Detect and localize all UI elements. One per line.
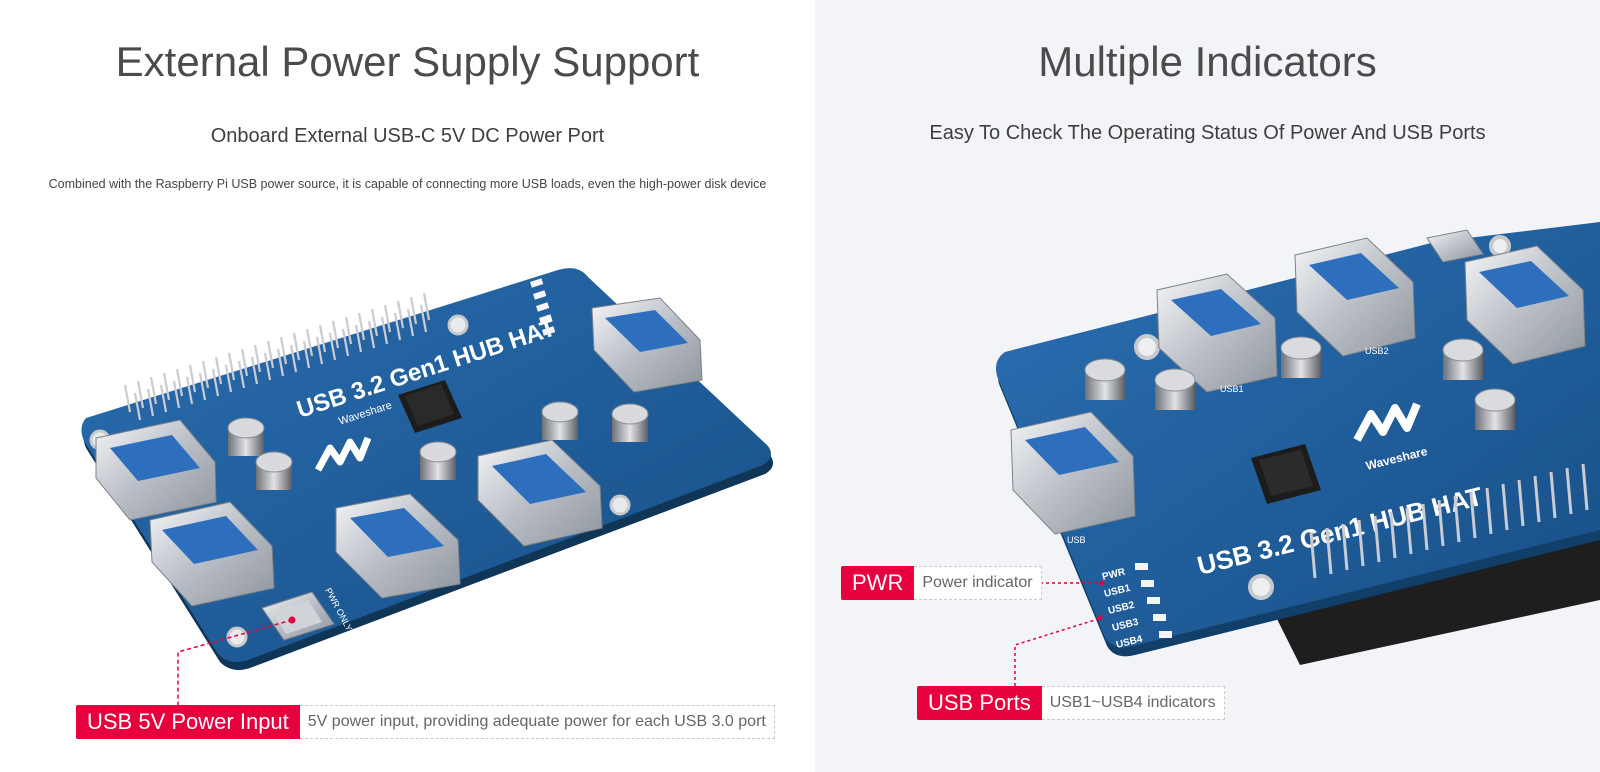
chip-icon — [1251, 444, 1321, 504]
port-label-usb: USB — [1067, 535, 1086, 545]
left-description: Combined with the Raspberry Pi USB power… — [48, 177, 767, 191]
port-label-usb1: USB1 — [1220, 384, 1244, 394]
callout-tag: USB Ports — [917, 686, 1042, 720]
led-indicators — [530, 278, 556, 336]
gpio-header — [123, 292, 431, 421]
callout-tag: PWR — [841, 566, 915, 600]
callout-tag: USB 5V Power Input — [76, 705, 300, 739]
pwr-callout: PWR Power indicator — [841, 566, 1042, 600]
mount-hole — [1248, 574, 1274, 600]
right-panel: Multiple Indicators Easy To Check The Op… — [815, 0, 1600, 772]
right-board-image: USB1 USB2 USB Waveshare USB 3.2 Gen1 HUB… — [996, 222, 1600, 686]
callout-note: USB1~USB4 indicators — [1041, 686, 1225, 720]
mount-hole — [226, 626, 248, 648]
usb-port-icon — [1010, 237, 1586, 535]
led-indicators — [1135, 563, 1172, 638]
gpio-header — [1309, 463, 1589, 579]
left-board-image: USB 3.2 Gen1 HUB HAT Waveshare — [81, 268, 774, 706]
mount-hole — [1489, 235, 1511, 257]
usb-c-port-icon — [1426, 229, 1484, 263]
mount-hole — [447, 314, 469, 336]
left-title: External Power Supply Support — [115, 38, 700, 85]
usb-leader-line — [1014, 618, 1099, 686]
usb-ports-callout: USB Ports USB1~USB4 indicators — [917, 686, 1225, 720]
mount-hole — [1134, 334, 1160, 360]
left-panel: External Power Supply Support Onboard Ex… — [48, 38, 775, 739]
mount-hole — [609, 494, 631, 516]
callout-note: Power indicator — [914, 566, 1042, 600]
pcb-board — [996, 222, 1600, 648]
right-subtitle: Easy To Check The Operating Status Of Po… — [929, 122, 1486, 144]
usb-port-icon — [95, 297, 703, 607]
callout-note: 5V power input, providing adequate power… — [299, 705, 775, 739]
callout-leader-line — [177, 619, 293, 706]
capacitor-icon — [1084, 336, 1516, 430]
chip-icon — [398, 380, 462, 433]
usb-c-port-icon — [261, 591, 335, 641]
left-subtitle: Onboard External USB-C 5V DC Power Port — [210, 125, 605, 147]
right-title: Multiple Indicators — [1038, 38, 1377, 85]
capacitor-icon — [227, 401, 649, 490]
usb-power-input-callout: USB 5V Power Input 5V power input, provi… — [76, 705, 775, 739]
port-label-usb2: USB2 — [1365, 346, 1389, 356]
